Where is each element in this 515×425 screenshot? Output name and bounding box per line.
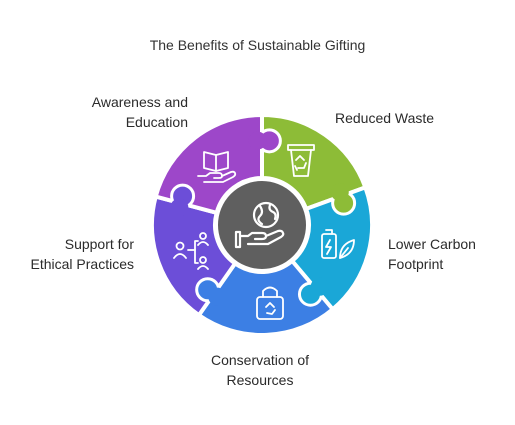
people-network-icon — [173, 232, 209, 270]
label-awareness-line-1: Awareness and — [91, 94, 188, 110]
label-conservation-of-resources: Conservation of Resources — [170, 350, 350, 390]
globe-hand-icon — [234, 201, 285, 249]
puzzle-tab-join-awareness — [248, 131, 267, 150]
label-conservation-line-1: Conservation of — [210, 352, 310, 368]
puzzle-tab-join-waste — [330, 182, 349, 201]
segment-icons — [173, 144, 355, 320]
label-conservation-line-2: Resources — [226, 372, 294, 388]
book-hand-icon — [197, 151, 237, 183]
label-carbon-line-2: Footprint — [388, 256, 444, 272]
recycle-bin-icon — [287, 144, 315, 177]
label-ethical-line-2: Ethical Practices — [30, 256, 134, 272]
label-reduced-waste: Reduced Waste — [335, 108, 485, 128]
label-waste-line-1: Reduced Waste — [335, 110, 435, 126]
label-lower-carbon-footprint: Lower Carbon Footprint — [388, 234, 508, 274]
label-ethical-line-1: Support for — [64, 236, 134, 252]
recycle-bag-icon — [256, 286, 284, 320]
label-awareness-line-2: Education — [125, 114, 188, 130]
label-support-ethical-practices: Support for Ethical Practices — [6, 234, 134, 274]
label-awareness-education: Awareness and Education — [40, 92, 188, 132]
center-hub — [214, 177, 310, 273]
label-carbon-line-1: Lower Carbon — [388, 236, 476, 252]
battery-leaf-icon — [321, 229, 355, 259]
diagram-title: The Benefits of Sustainable Gifting — [149, 37, 366, 53]
puzzle-tab-join-conservation — [208, 287, 227, 306]
puzzle-tab-join-ethical — [170, 198, 189, 217]
puzzle-tab-join-carbon — [310, 277, 329, 296]
